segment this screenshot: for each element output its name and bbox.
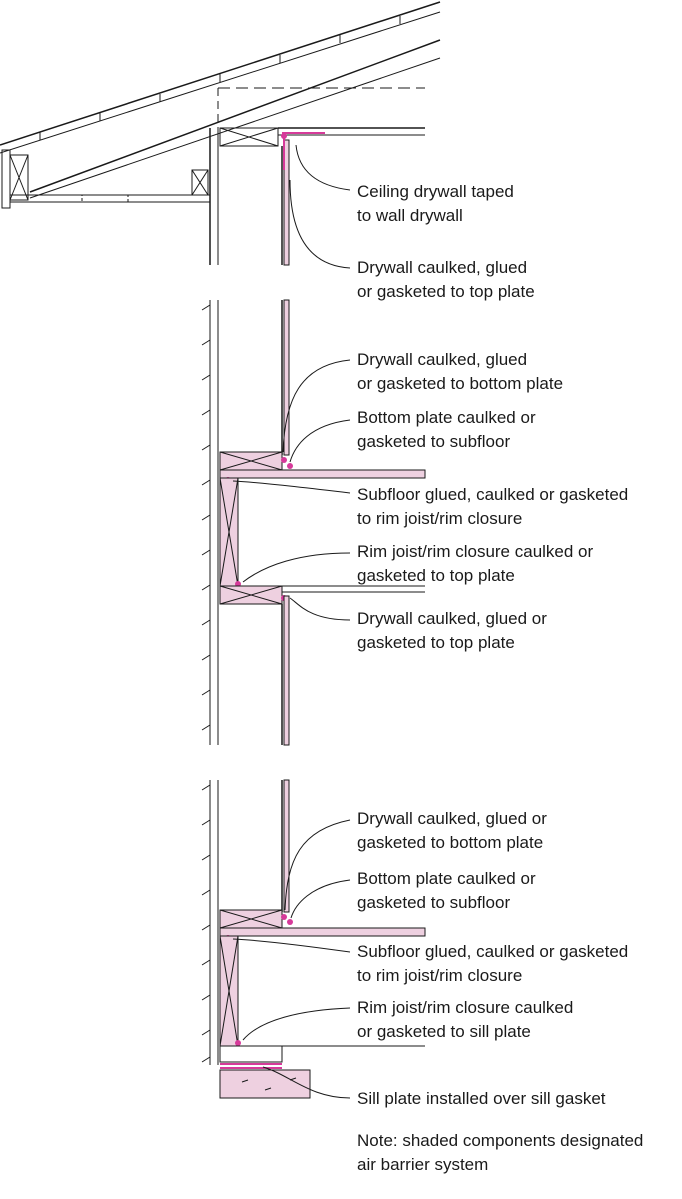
- label-bottom-plate-a-2: or gasketed to bottom plate: [357, 374, 563, 393]
- label-top-plate-a-2: or gasketed to top plate: [357, 282, 535, 301]
- callout-labels: Ceiling drywall taped to wall drywall Dr…: [357, 182, 643, 1174]
- label-subfloor-b-1: Bottom plate caulked or: [357, 869, 536, 888]
- label-rim-a-1: Subfloor glued, caulked or gasketed: [357, 485, 628, 504]
- label-rim-b-2: to rim joist/rim closure: [357, 966, 522, 985]
- label-rim-b-1: Subfloor glued, caulked or gasketed: [357, 942, 628, 961]
- label-ceiling-taped-2: to wall drywall: [357, 206, 463, 225]
- label-sill-2: or gasketed to sill plate: [357, 1022, 531, 1041]
- label-subfloor-b-2: gasketed to subfloor: [357, 893, 510, 912]
- label-rim-top-1: Rim joist/rim closure caulked or: [357, 542, 594, 561]
- roof-assembly: [0, 1, 441, 266]
- label-top-plate-b-1: Drywall caulked, glued or: [357, 609, 547, 628]
- label-sill-1: Rim joist/rim closure caulked: [357, 998, 573, 1017]
- label-top-plate-b-2: gasketed to top plate: [357, 633, 515, 652]
- floor-intersection-lower: [201, 779, 426, 1099]
- label-sill-gasket: Sill plate installed over sill gasket: [357, 1089, 606, 1108]
- note-line-2: air barrier system: [357, 1155, 488, 1174]
- floor-intersection-upper: [201, 299, 426, 746]
- label-ceiling-taped-1: Ceiling drywall taped: [357, 182, 514, 201]
- label-rim-top-2: gasketed to top plate: [357, 566, 515, 585]
- label-subfloor-a-1: Bottom plate caulked or: [357, 408, 536, 427]
- label-bottom-plate-b-1: Drywall caulked, glued or: [357, 809, 547, 828]
- siding-lower: [201, 780, 219, 1065]
- leader-lines: [232, 144, 351, 1099]
- label-subfloor-a-2: gasketed to subfloor: [357, 432, 510, 451]
- label-bottom-plate-b-2: gasketed to bottom plate: [357, 833, 543, 852]
- label-rim-a-2: to rim joist/rim closure: [357, 509, 522, 528]
- siding-upper: [201, 300, 219, 745]
- shingle-ticks: [39, 16, 401, 140]
- label-bottom-plate-a-1: Drywall caulked, glued: [357, 350, 527, 369]
- note-line-1: Note: shaded components designated: [357, 1131, 643, 1150]
- label-top-plate-a-1: Drywall caulked, glued: [357, 258, 527, 277]
